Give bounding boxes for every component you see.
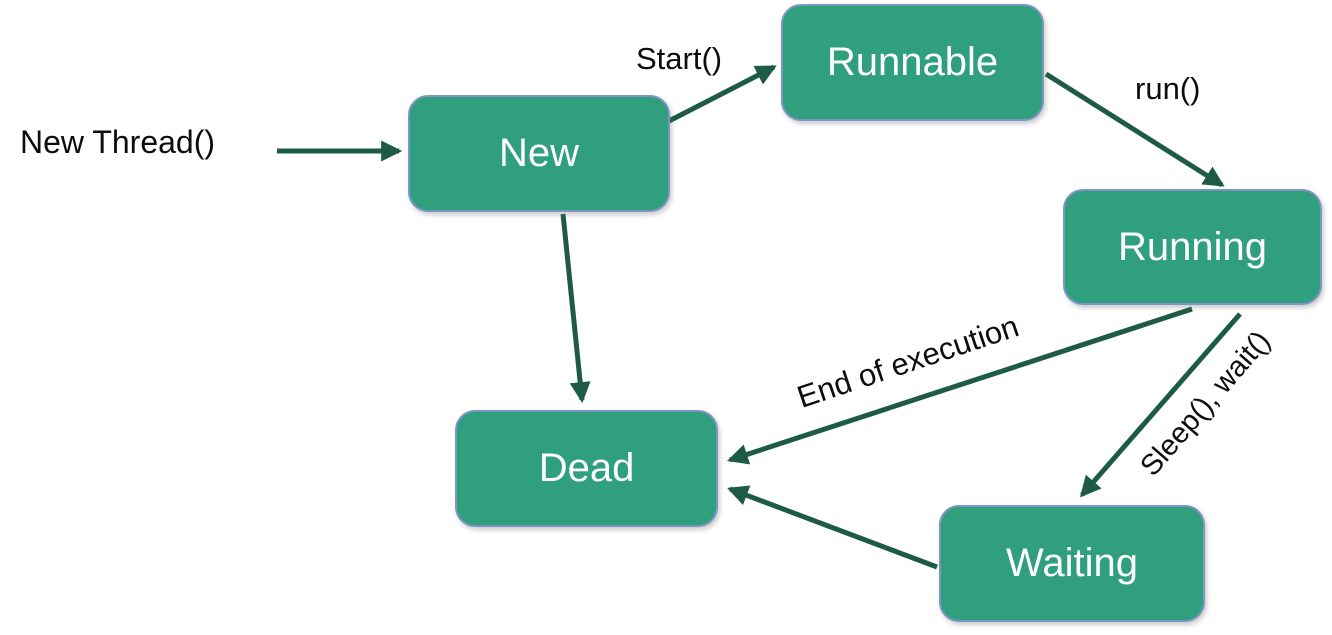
edge-runnable-to-running-arrow [1044,71,1225,188]
edge-new-to-runnable-arrow [667,64,777,124]
node-new: New [408,95,670,212]
edge-waiting-to-dead-arrow [727,485,938,570]
node-dead-label: Dead [538,446,635,490]
node-runnable: Runnable [781,4,1044,121]
node-runnable-label: Runnable [826,40,999,84]
edge-label-start: Start() [636,41,723,76]
node-running-label: Running [1117,224,1267,269]
edge-new-to-dead-arrow [560,213,591,404]
node-running: Running [1063,189,1322,305]
entry-label: New Thread() [20,124,216,160]
edge-running-to-waiting-arrow [1079,312,1242,498]
node-waiting: Waiting [939,505,1205,622]
node-waiting-label: Waiting [1006,541,1138,585]
edge-running-to-dead-arrow [727,306,1193,465]
edge-label-run: run() [1135,71,1201,106]
node-dead: Dead [455,410,718,527]
node-new-label: New [498,131,580,175]
